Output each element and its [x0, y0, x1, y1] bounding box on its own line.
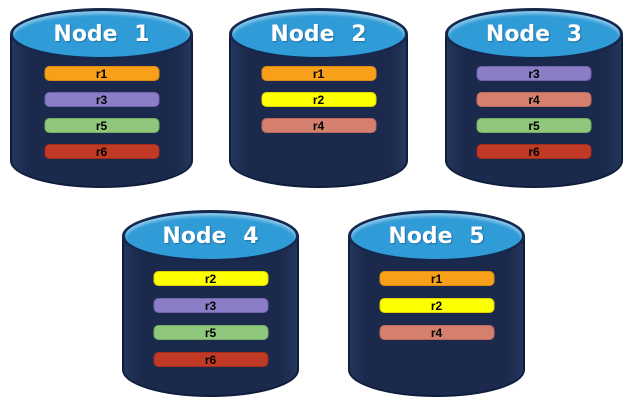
replica-bar-r5: r5	[476, 118, 592, 133]
database-node-5: Node 5 r1 r2 r4	[348, 210, 525, 397]
replica-bar-r6: r6	[153, 352, 268, 367]
replica-bar-r1: r1	[44, 66, 159, 81]
cylinder-top: Node 4	[122, 210, 299, 262]
replica-bar-r2: r2	[379, 298, 494, 313]
cylinder-body	[348, 236, 525, 397]
cylinder-body	[122, 236, 299, 397]
replica-list: r1 r2 r4	[261, 66, 376, 133]
node-label: Node 4	[162, 223, 259, 249]
replica-bar-r3: r3	[153, 298, 268, 313]
database-node-3: Node 3 r3 r4 r5 r6	[445, 8, 623, 188]
replica-bar-r4: r4	[476, 92, 592, 107]
database-node-4: Node 4 r2 r3 r5 r6	[122, 210, 299, 397]
node-label: Node 2	[270, 21, 367, 47]
replica-bar-r1: r1	[261, 66, 376, 81]
node-label: Node 1	[53, 21, 150, 47]
replica-list: r1 r3 r5 r6	[44, 66, 159, 159]
node-label: Node 3	[485, 21, 583, 47]
cylinder-top: Node 3	[445, 8, 623, 60]
replica-bar-r4: r4	[261, 118, 376, 133]
replica-bar-r4: r4	[379, 325, 494, 340]
database-node-2: Node 2 r1 r2 r4	[229, 8, 408, 188]
replica-bar-r1: r1	[379, 271, 494, 286]
cylinder-top: Node 1	[10, 8, 193, 60]
replica-bar-r3: r3	[476, 66, 592, 81]
replica-bar-r5: r5	[44, 118, 159, 133]
replica-bar-r5: r5	[153, 325, 268, 340]
replica-bar-r6: r6	[44, 144, 159, 159]
cylinder-top: Node 5	[348, 210, 525, 262]
replica-list: r2 r3 r5 r6	[153, 271, 268, 367]
node-label: Node 5	[388, 223, 485, 249]
replica-list: r3 r4 r5 r6	[476, 66, 592, 159]
replica-list: r1 r2 r4	[379, 271, 494, 340]
database-node-1: Node 1 r1 r3 r5 r6	[10, 8, 193, 188]
replica-bar-r2: r2	[261, 92, 376, 107]
replica-bar-r6: r6	[476, 144, 592, 159]
replica-bar-r3: r3	[44, 92, 159, 107]
cylinder-top: Node 2	[229, 8, 408, 60]
replica-bar-r2: r2	[153, 271, 268, 286]
